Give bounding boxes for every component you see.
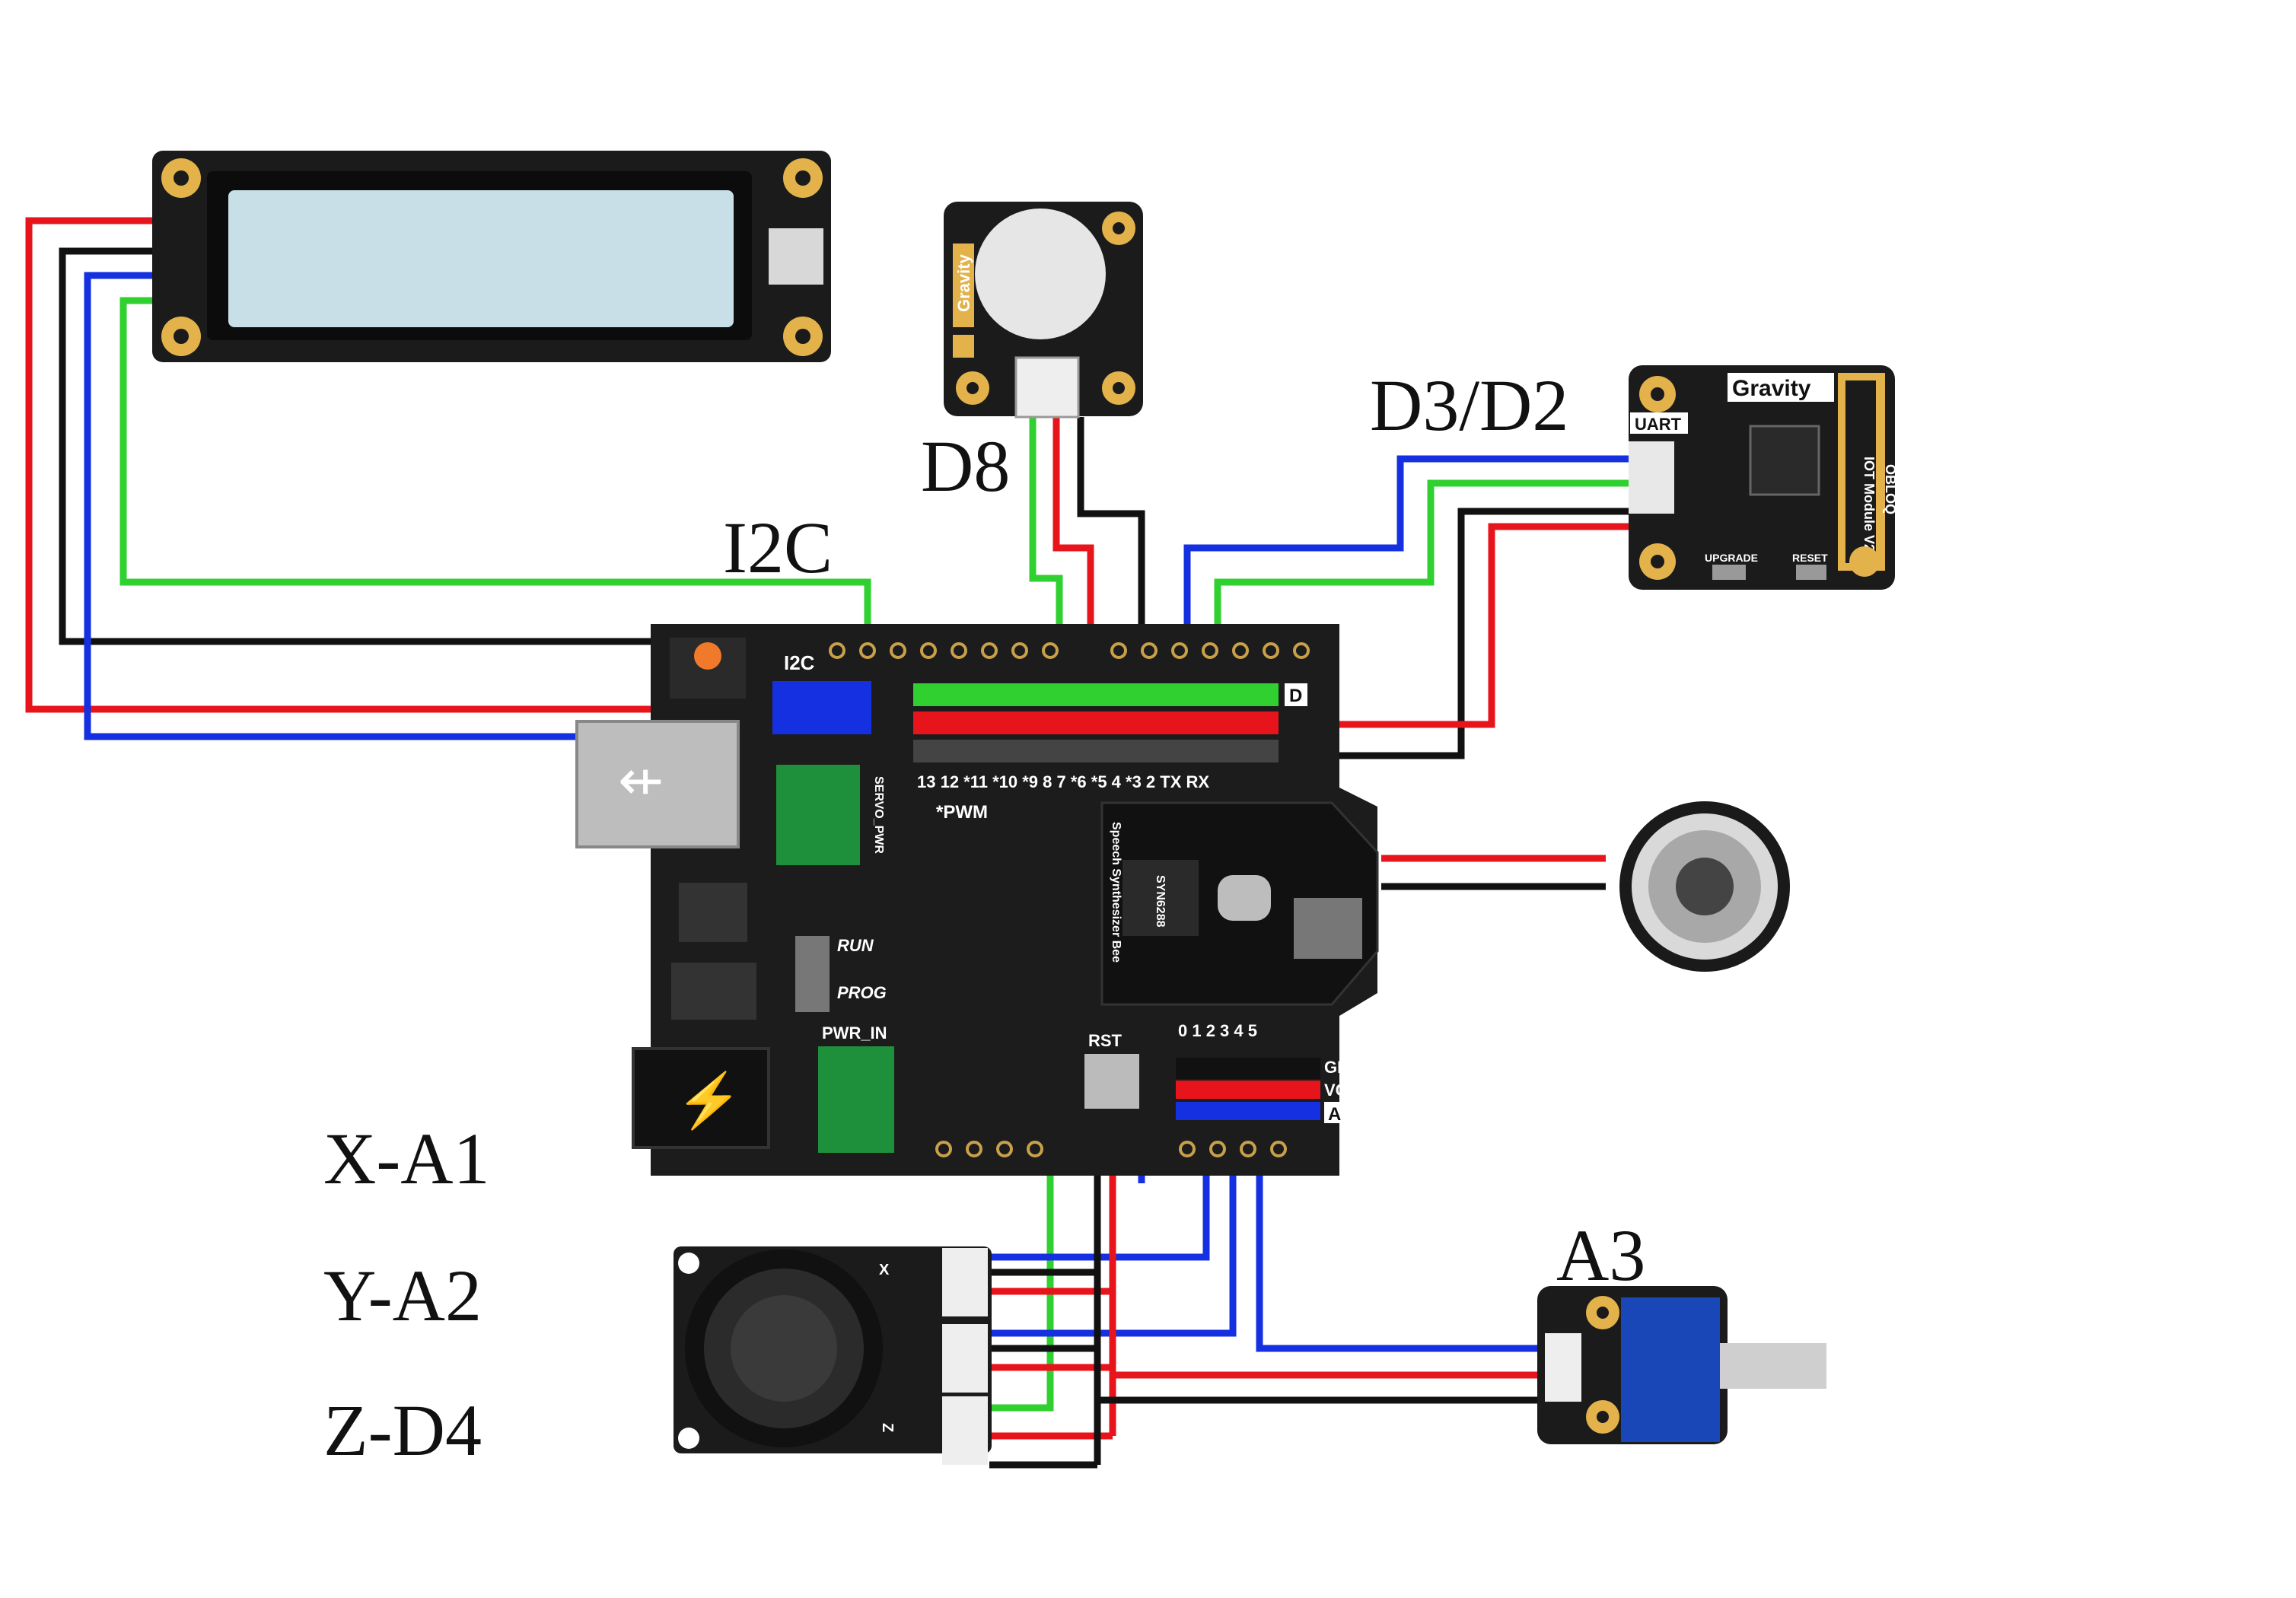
board-i2c-label: I2C	[784, 651, 815, 674]
iot-obloq-label: OBLOQ	[1883, 464, 1898, 514]
label-i2c: I2C	[723, 507, 833, 588]
dc-jack	[632, 1047, 770, 1149]
main-board: ⇷ ⚡ I2C D 13 12 *11 *10 *9 8 7 *6 *5 4 *…	[575, 624, 1379, 1176]
lcd-wire-blue	[84, 272, 836, 740]
speech-label: Speech Synthesizer Bee	[1110, 822, 1123, 963]
board-gnd-label: GND	[1324, 1058, 1361, 1077]
board-run-label: RUN	[837, 936, 874, 955]
header-top	[772, 681, 1279, 762]
button-gravity-label: Gravity	[954, 253, 973, 312]
wifi-wire-green	[1214, 479, 1636, 689]
label-a3: A3	[1556, 1214, 1645, 1296]
board-rst-label: RST	[1088, 1031, 1123, 1050]
potentiometer-module	[1537, 1286, 1826, 1444]
label-x-a1: X-A1	[323, 1118, 490, 1199]
usb-icon: ⇷	[618, 750, 664, 811]
speech-synthesizer-bee: SYN6288 Speech Synthesizer Bee	[1100, 801, 1379, 1006]
button-cap	[975, 209, 1106, 339]
speaker	[1606, 799, 1804, 972]
speech-chip-label: SYN6288	[1154, 875, 1167, 928]
lcd-wire-red	[25, 217, 791, 713]
pot-wire-blue	[1256, 1096, 1545, 1352]
wifi-wire-red	[1309, 523, 1636, 728]
usb-port	[575, 720, 740, 848]
iot-module-label: IOT Module V2.0	[1861, 457, 1877, 563]
iot-reset-label: RESET	[1792, 552, 1828, 564]
lcd-screen	[228, 190, 734, 327]
iot-gravity-label: Gravity	[1732, 376, 1811, 401]
board-vcc-label: VCC	[1324, 1081, 1360, 1100]
board-digital-pins: 13 12 *11 *10 *9 8 7 *6 *5 4 *3 2 TX RX	[917, 772, 1209, 791]
joystick-module: X Z	[674, 1246, 992, 1465]
board-pwr-in: PWR_IN	[822, 1023, 887, 1043]
button-module: Gravity	[944, 202, 1143, 419]
board-a-label: A	[1328, 1104, 1341, 1125]
board-prog-label: PROG	[837, 983, 887, 1002]
wifi-wire-black	[1309, 508, 1636, 759]
board-analog-pins: 0 1 2 3 4 5	[1178, 1021, 1257, 1040]
iot-uart-label: UART	[1635, 415, 1682, 434]
lcd-module	[152, 151, 831, 362]
joystick-x-label: X	[879, 1262, 890, 1278]
lcd-wire-black	[59, 247, 670, 645]
label-d8: D8	[921, 425, 1010, 507]
joystick-z-label: Z	[879, 1423, 896, 1432]
board-servo-pwr: SERVO_PWR	[872, 776, 885, 854]
label-z-d4: Z-D4	[323, 1389, 482, 1471]
iot-upgrade-label: UPGRADE	[1705, 552, 1758, 564]
wifi-wire-blue	[1183, 455, 1636, 689]
board-d-label: D	[1289, 686, 1302, 706]
label-d3-d2: D3/D2	[1370, 364, 1568, 446]
labels: I2C D8 D3/D2 X-A1 Y-A2 Z-D4 A3	[323, 364, 1645, 1471]
lcd-wire-green	[119, 297, 871, 689]
header-analog	[1176, 1058, 1320, 1120]
board-pwm-label: *PWM	[936, 802, 988, 823]
label-y-a2: Y-A2	[323, 1255, 482, 1336]
svg-text:⚡: ⚡	[676, 1070, 742, 1132]
iot-module: UART Gravity IOT Module V2.0 OBLOQ UPGRA…	[1629, 365, 1898, 590]
